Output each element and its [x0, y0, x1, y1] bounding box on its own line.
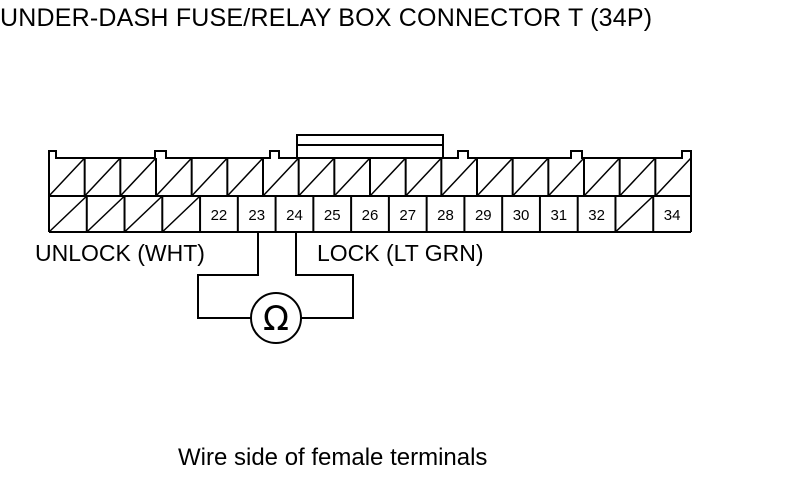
terminal-label: 29 — [475, 207, 492, 224]
top-cell-empty-slash — [512, 157, 549, 197]
ohmmeter-circle — [250, 292, 302, 344]
terminal-label: 34 — [664, 207, 681, 224]
top-cell-empty-slash — [84, 157, 121, 197]
top-cell-empty-slash — [48, 157, 86, 197]
top-cell-empty-slash — [226, 157, 264, 197]
top-cell-empty-slash — [119, 157, 157, 197]
top-cell-empty-slash — [476, 157, 514, 197]
terminal-label: 28 — [437, 207, 454, 224]
terminal-label: 30 — [513, 207, 530, 224]
lock-lead-wire — [295, 232, 354, 319]
top-cell-empty-slash — [583, 157, 621, 197]
terminal-label: 22 — [211, 207, 228, 224]
top-cell-empty-slash — [405, 157, 442, 197]
top-cell-empty-slash — [654, 157, 692, 197]
bottom-cell-empty-slash — [614, 195, 654, 233]
bottom-row-cells: 22 23 24 25 26 27 28 29 30 31 32 34 — [48, 195, 681, 233]
lock-wire-label: LOCK (LT GRN) — [317, 240, 484, 266]
connector-frame-top — [48, 150, 692, 232]
top-cell-empty-slash — [440, 157, 478, 197]
terminal-label: 32 — [588, 207, 605, 224]
bottom-cell-empty-slash — [48, 195, 88, 233]
connector-latch — [296, 134, 444, 158]
diagram-caption: Wire side of female terminals — [178, 444, 488, 471]
terminal-label: 24 — [286, 207, 303, 224]
terminal-label: 31 — [550, 207, 567, 224]
unlock-lead-wire — [197, 232, 259, 319]
top-cell-empty-slash — [155, 157, 193, 197]
top-cell-empty-slash — [369, 157, 407, 197]
unlock-wire-label: UNLOCK (WHT) — [35, 240, 205, 266]
top-cell-empty-slash — [262, 157, 300, 197]
terminal-label: 27 — [399, 207, 416, 224]
terminal-label: 26 — [362, 207, 379, 224]
diagram-title: UNDER-DASH FUSE/RELAY BOX CONNECTOR T (3… — [0, 4, 653, 32]
top-cell-empty-slash — [619, 157, 656, 197]
meter-circuit — [197, 232, 354, 344]
top-cell-empty-slash — [191, 157, 228, 197]
bottom-cell-empty-slash — [86, 195, 126, 233]
ohmmeter-icon: Ω — [263, 299, 289, 339]
terminal-label: 23 — [248, 207, 265, 224]
bottom-cell-empty-slash — [124, 195, 163, 233]
top-cell-empty-slash — [333, 157, 371, 197]
top-cell-empty-slash — [547, 157, 585, 197]
terminal-label: 25 — [324, 207, 341, 224]
top-row-cells — [48, 157, 692, 197]
top-cell-empty-slash — [298, 157, 335, 197]
bottom-cell-empty-slash — [161, 195, 201, 233]
